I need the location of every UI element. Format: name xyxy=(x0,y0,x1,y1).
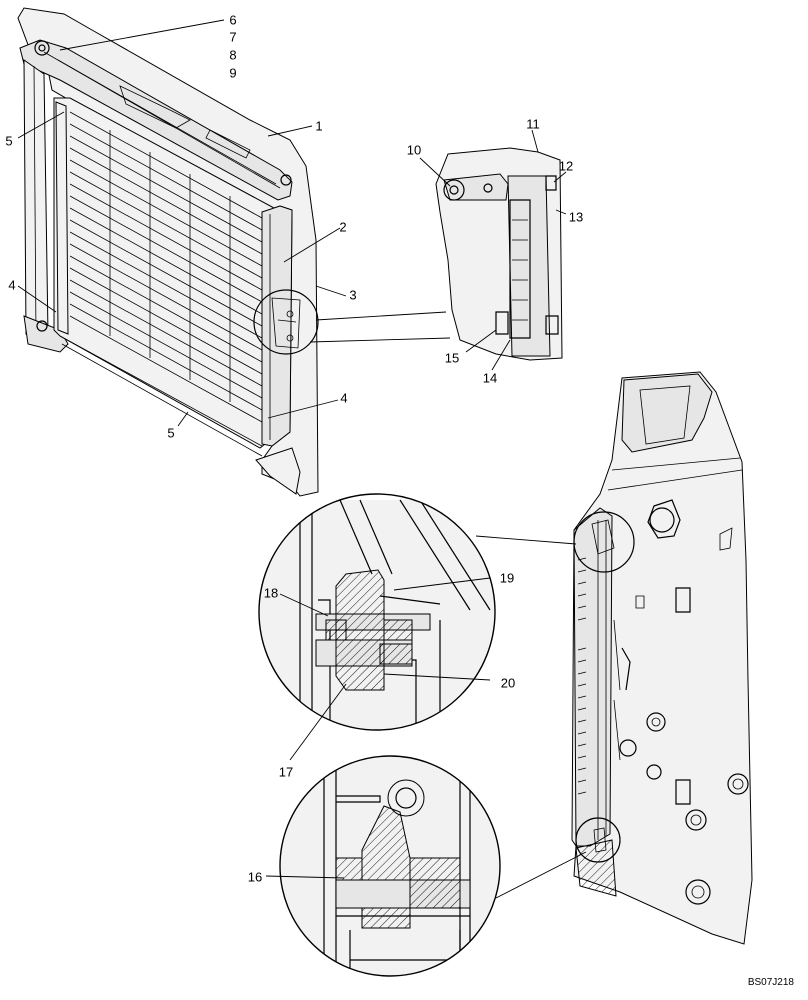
side-screen xyxy=(573,507,613,847)
upper-zoom-detail xyxy=(258,493,496,731)
callout-19: 19 xyxy=(499,570,515,586)
callout-7: 7 xyxy=(229,29,237,45)
detail-arm xyxy=(443,173,509,201)
callout-4-left: 4 xyxy=(8,277,16,293)
callout-18: 18 xyxy=(263,585,279,601)
leader-lines xyxy=(17,19,567,879)
detail-plate xyxy=(507,175,551,357)
callout-17: 17 xyxy=(278,764,294,780)
machine-side-frame xyxy=(475,371,753,945)
callout-3: 3 xyxy=(349,287,357,303)
latch-detail-view xyxy=(435,147,563,361)
callout-14: 14 xyxy=(482,370,498,386)
callout-10: 10 xyxy=(406,142,422,158)
callout-1: 1 xyxy=(315,118,323,134)
right-rail xyxy=(261,205,293,447)
lower-detail-ref-circle xyxy=(575,817,621,863)
callout-4-right: 4 xyxy=(340,390,348,406)
side-screen-slots xyxy=(577,557,587,795)
upper-detail-ref-circle xyxy=(573,511,635,573)
callout-9: 9 xyxy=(229,65,237,81)
left-trim xyxy=(55,101,69,335)
top-bolt xyxy=(34,40,50,56)
callout-20: 20 xyxy=(500,675,516,691)
callout-5-lower: 5 xyxy=(167,425,175,441)
latch-detail-circle xyxy=(253,289,319,355)
drawing-code: BS07J218 xyxy=(747,977,794,988)
callout-6: 6 xyxy=(229,12,237,28)
lower-zoom-detail xyxy=(279,755,501,977)
screen-assembly xyxy=(17,7,451,497)
callout-15: 15 xyxy=(444,350,460,366)
callout-8: 8 xyxy=(229,47,237,63)
callout-12: 12 xyxy=(558,158,574,174)
callout-13: 13 xyxy=(568,209,584,225)
callout-11: 11 xyxy=(526,116,540,132)
callout-5-upper: 5 xyxy=(5,133,13,149)
callout-2: 2 xyxy=(339,219,347,235)
callout-16: 16 xyxy=(247,869,263,885)
screen-slots xyxy=(69,111,263,423)
